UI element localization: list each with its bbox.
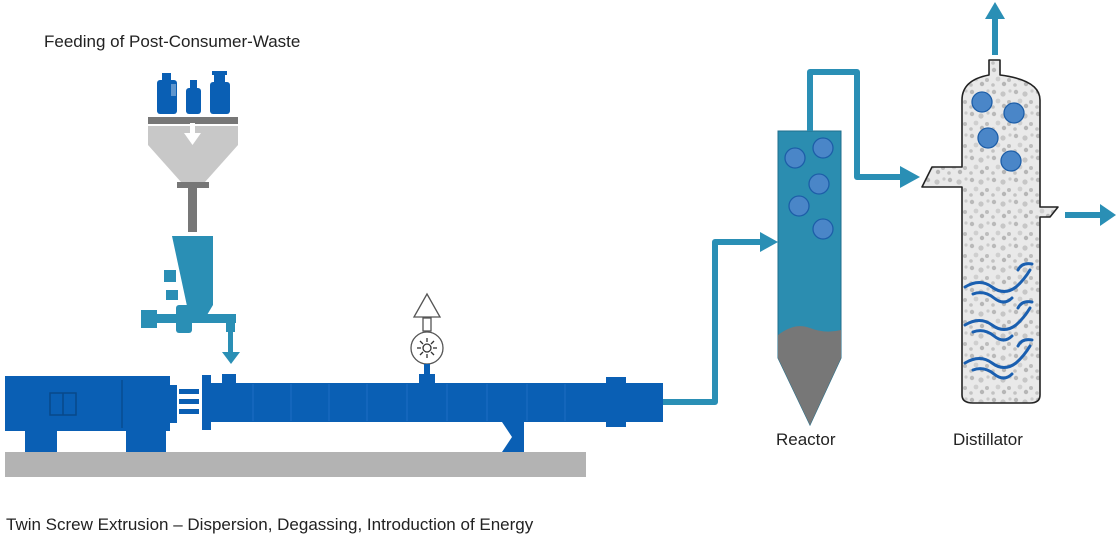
coupling	[170, 385, 177, 423]
flow-arrow-icon	[1065, 204, 1116, 226]
hopper-rim	[148, 117, 238, 124]
bottle-icon	[157, 73, 177, 114]
drive-motor	[5, 376, 170, 431]
feed-hopper	[148, 126, 238, 182]
hopper-outlet-flange	[177, 182, 209, 188]
distillator-bubbles	[971, 91, 1025, 172]
barrel-support	[502, 422, 524, 452]
melt-pipe	[663, 239, 762, 405]
barrel-flange	[202, 375, 211, 430]
vacuum-pump-icon	[410, 292, 444, 374]
heating-coils	[963, 262, 1034, 380]
vent-port	[419, 374, 435, 383]
reactor-vessel	[777, 130, 842, 427]
side-feeder	[141, 236, 240, 364]
flow-arrow-icon	[900, 166, 920, 188]
bottle-icon	[210, 71, 230, 114]
flow-arrow-icon	[985, 2, 1005, 55]
machine-base	[5, 452, 586, 477]
down-arrow-icon	[184, 123, 201, 145]
flow-arrow-icon	[760, 232, 778, 252]
distillator-label: Distillator	[953, 430, 1023, 449]
bottle-icon	[186, 80, 201, 114]
distillator-column	[921, 59, 1059, 404]
feed-bottles	[157, 71, 230, 114]
reactor-label: Reactor	[776, 430, 836, 449]
twin-screw-extruder	[5, 374, 663, 452]
die-flange	[606, 377, 626, 427]
vapor-pipe	[807, 69, 902, 180]
feed-port	[222, 374, 236, 383]
extruder-barrel	[211, 383, 663, 422]
hopper-chute	[188, 188, 197, 232]
feeding-label: Feeding of Post-Consumer-Waste	[44, 32, 301, 51]
down-arrow-icon	[222, 352, 240, 364]
extrusion-label: Twin Screw Extrusion – Dispersion, Degas…	[6, 515, 534, 534]
reactor-bubbles	[784, 137, 834, 240]
